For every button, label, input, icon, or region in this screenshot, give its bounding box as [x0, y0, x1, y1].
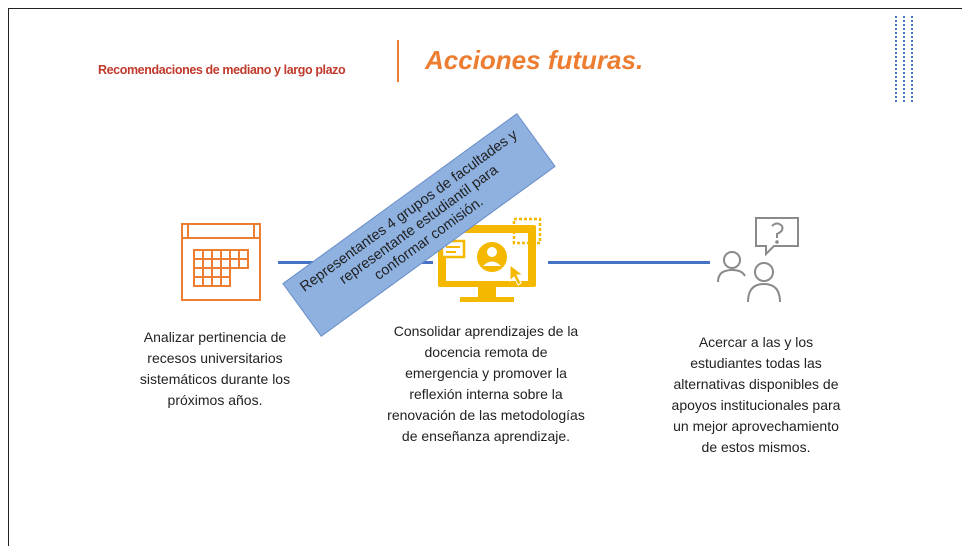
- dot-grid-dot: [911, 96, 913, 98]
- dot-grid-dot: [911, 88, 913, 90]
- dot-grid-dot: [895, 92, 897, 94]
- dot-grid-dot: [903, 40, 905, 42]
- dot-grid-dot: [903, 84, 905, 86]
- dot-grid-dot: [903, 60, 905, 62]
- step-caption-aprendizajes: Consolidar aprendizajes de la docencia r…: [387, 323, 585, 444]
- dot-grid-dot: [903, 28, 905, 30]
- dot-grid-dot: [911, 72, 913, 74]
- dot-grid-dot: [903, 56, 905, 58]
- dot-grid-dot: [911, 76, 913, 78]
- dot-grid-dot: [911, 60, 913, 62]
- dot-grid-dot: [911, 24, 913, 26]
- dot-grid-dot: [895, 100, 897, 102]
- step-caption-recesos: Analizar pertinencia de recesos universi…: [139, 329, 291, 408]
- slide-border-top: [8, 8, 962, 9]
- step-caption-apoyos: Acercar a las y los estudiantes todas la…: [671, 334, 841, 455]
- dot-grid-dot: [903, 16, 905, 18]
- dot-grid-dot: [911, 44, 913, 46]
- dot-grid-dot: [895, 36, 897, 38]
- dot-grid-dot: [903, 48, 905, 50]
- dot-grid-dot: [895, 68, 897, 70]
- dot-grid-dot: [895, 72, 897, 74]
- dot-grid-dot: [903, 92, 905, 94]
- dot-grid-dot: [895, 24, 897, 26]
- dot-grid-dot: [895, 32, 897, 34]
- dot-grid-dot: [903, 100, 905, 102]
- dot-grid-dot: [903, 36, 905, 38]
- connector-line-right: [548, 261, 710, 264]
- dot-grid-dot: [911, 68, 913, 70]
- dot-grid-dot: [911, 80, 913, 82]
- dot-grid-dot: [903, 88, 905, 90]
- dot-grid-dot: [903, 72, 905, 74]
- dot-grid-dot: [903, 76, 905, 78]
- dot-grid-dot: [911, 92, 913, 94]
- dot-grid-dot: [911, 40, 913, 42]
- dot-grid-dot: [903, 44, 905, 46]
- dot-grid-dot: [895, 44, 897, 46]
- dot-grid-dot: [895, 52, 897, 54]
- dot-grid-dot: [903, 24, 905, 26]
- dot-grid-dot: [903, 80, 905, 82]
- dot-grid-dot: [911, 32, 913, 34]
- dot-grid-dot: [895, 20, 897, 22]
- dot-grid-dot: [911, 20, 913, 22]
- slide-title: Acciones futuras.: [425, 45, 644, 75]
- dot-grid-dot: [895, 80, 897, 82]
- dot-grid-dot: [895, 88, 897, 90]
- dot-grid-decoration: [895, 16, 913, 102]
- dot-grid-dot: [895, 40, 897, 42]
- slide-subtitle: Recomendaciones de mediano y largo plazo: [98, 63, 346, 77]
- dot-grid-dot: [895, 48, 897, 50]
- dot-grid-dot: [911, 36, 913, 38]
- dot-grid-dot: [895, 64, 897, 66]
- dot-grid-dot: [903, 52, 905, 54]
- dot-grid-dot: [911, 56, 913, 58]
- dot-grid-dot: [911, 84, 913, 86]
- dot-grid-dot: [911, 48, 913, 50]
- dot-grid-dot: [895, 28, 897, 30]
- dot-grid-dot: [911, 52, 913, 54]
- dot-grid-dot: [903, 96, 905, 98]
- dot-grid-dot: [903, 20, 905, 22]
- monitor-user-icon: [438, 217, 542, 302]
- dot-grid-dot: [903, 68, 905, 70]
- people-question-icon: [717, 217, 799, 303]
- dot-grid-dot: [911, 100, 913, 102]
- dot-grid-dot: [895, 96, 897, 98]
- calendar-icon: [181, 223, 261, 301]
- slide-border-left: [8, 8, 9, 546]
- dot-grid-dot: [911, 16, 913, 18]
- dot-grid-dot: [895, 56, 897, 58]
- dot-grid-dot: [903, 64, 905, 66]
- dot-grid-dot: [911, 28, 913, 30]
- dot-grid-dot: [895, 76, 897, 78]
- dot-grid-dot: [903, 32, 905, 34]
- dot-grid-dot: [911, 64, 913, 66]
- dot-grid-dot: [895, 60, 897, 62]
- dot-grid-dot: [895, 84, 897, 86]
- dot-grid-dot: [895, 16, 897, 18]
- title-divider: [397, 40, 399, 82]
